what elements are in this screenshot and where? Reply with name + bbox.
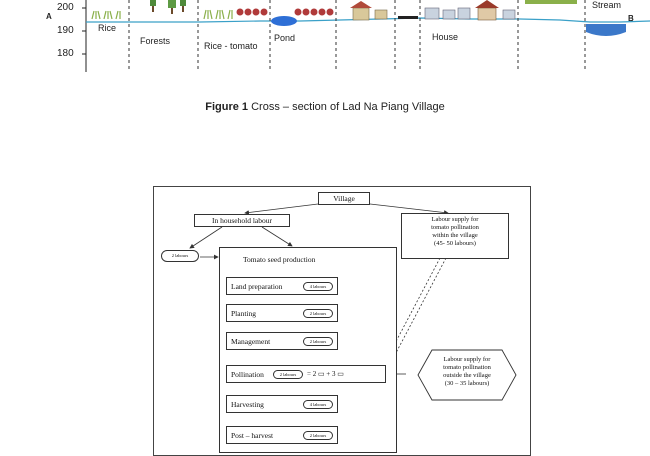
stage-labour-badge: 4 labours — [303, 282, 333, 291]
pollination-extra-labour: = 2 ▭ + 3 ▭ — [307, 370, 344, 378]
stage-harvesting: Harvesting 4 labours — [226, 395, 338, 413]
point-a-label: A — [46, 12, 52, 21]
outside-village-line-2: tomato pollination — [443, 364, 491, 371]
zone-label-stream: Stream — [592, 0, 622, 10]
outside-village-line-3: outside the village — [443, 372, 491, 379]
stage-label: Harvesting — [231, 400, 264, 409]
stage-label: Post – harvest — [231, 431, 274, 440]
zone-label-rice-tomato: Rice - tomato — [204, 41, 258, 51]
zone-label-pond: Pond — [274, 33, 296, 43]
zone-label-house: House — [432, 32, 459, 42]
zone-label-forests: Forests — [140, 36, 171, 46]
stage-labour-badge: 2 labours — [303, 309, 333, 318]
within-village-line-3: within the village — [432, 232, 478, 239]
tomato-seed-production-title: Tomato seed production — [243, 255, 316, 264]
in-household-labour-box: In household labour — [194, 214, 290, 227]
stage-label: Management — [231, 337, 271, 346]
stage-label: Land preparation — [231, 282, 283, 291]
outside-village-line-1: Labour supply for — [443, 356, 491, 363]
stage-label: Planting — [231, 309, 257, 318]
labour-outside-village-hexagon: Labour supply for tomato pollination out… — [425, 356, 509, 388]
y-tick-190: 190 — [57, 25, 74, 36]
stage-management: Management 2 labours — [226, 332, 338, 350]
zone-label-rice: Rice — [98, 23, 117, 33]
figure-1-text: Cross – section of Lad Na Piang Village — [251, 101, 445, 113]
in-household-labour-count: 2 labours — [161, 250, 199, 262]
stage-post-harvest: Post – harvest 2 labours — [226, 426, 338, 444]
within-village-line-2: tomato pollination — [431, 224, 479, 231]
labour-within-village-box: Labour supply for tomato pollination wit… — [401, 213, 509, 259]
within-village-line-4: (45- 50 labours) — [434, 240, 476, 247]
stage-labour-badge: 2 labours — [303, 431, 333, 440]
stage-planting: Planting 2 labours — [226, 304, 338, 322]
stage-labour-badge: 2 labours — [273, 370, 303, 379]
stage-labour-badge: 4 labours — [303, 400, 333, 409]
stage-labour-badge: 2 labours — [303, 337, 333, 346]
cross-section-drawing — [82, 0, 650, 72]
y-tick-200: 200 — [57, 2, 74, 13]
stage-pollination: Pollination 2 labours = 2 ▭ + 3 ▭ — [226, 365, 386, 383]
village-box: Village — [318, 192, 370, 205]
y-tick-180: 180 — [57, 48, 74, 59]
point-b-label: B — [628, 14, 634, 23]
figure-1-label: Figure 1 — [205, 101, 249, 113]
stage-land-preparation: Land preparation 4 labours — [226, 277, 338, 295]
outside-village-line-4: (30 – 35 labours) — [444, 380, 490, 387]
figure-1-caption: Figure 1 Cross – section of Lad Na Piang… — [0, 101, 650, 113]
cross-section: 200 190 180 A B Rice Forests Rice - toma… — [0, 0, 650, 90]
stage-label: Pollination — [231, 370, 264, 379]
within-village-line-1: Labour supply for — [431, 216, 479, 223]
